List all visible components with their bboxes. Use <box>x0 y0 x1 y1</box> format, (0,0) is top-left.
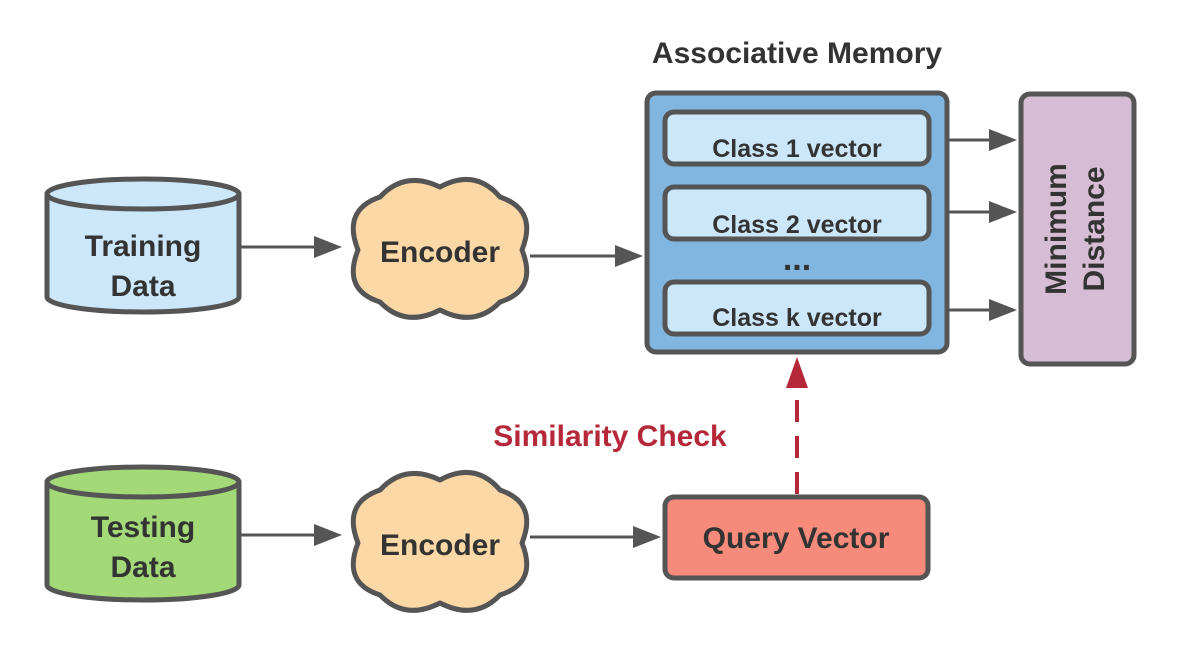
arrow-encoder-to-query <box>530 526 661 548</box>
minimum-distance-label-line2: Distance <box>1078 166 1111 291</box>
arrow-class-1-to-minimum <box>949 129 1017 151</box>
testing-data-top <box>44 464 242 500</box>
training-data-label-line2: Data <box>110 270 175 303</box>
encoder-top-label: Encoder <box>380 236 500 269</box>
training-data-label-line1: Training <box>85 230 202 263</box>
encoder-top-cloud: Encoder <box>350 177 530 320</box>
encoder-bottom-shape <box>350 470 530 613</box>
arrow-class-k-to-minimum <box>949 299 1017 321</box>
testing-data-label-line2: Data <box>110 551 175 584</box>
class-1-vector-box: Class 1 vector <box>662 109 932 167</box>
encoder-top-shape <box>350 177 530 320</box>
query-vector-box <box>662 494 931 581</box>
arrow-testing-to-encoder <box>241 524 342 546</box>
arrow-training-to-encoder <box>241 236 342 258</box>
encoder-bottom-cloud: Encoder <box>350 470 530 613</box>
testing-data-label-line1: Testing <box>91 511 195 544</box>
training-data-top <box>44 176 242 212</box>
query-vector-label: Query Vector <box>703 522 890 555</box>
minimum-distance-block: Minimum Distance <box>1018 91 1137 367</box>
class-2-vector-box: Class 2 vector <box>662 184 932 242</box>
query-vector-block: Query Vector <box>662 494 931 581</box>
minimum-distance-box <box>1018 91 1137 367</box>
associative-memory-title: Associative Memory <box>652 37 942 70</box>
training-data-body <box>44 191 242 315</box>
class-k-vector-box: Class k vector <box>662 279 932 337</box>
encoder-bottom-label: Encoder <box>380 529 500 562</box>
similarity-check-label: Similarity Check <box>493 420 727 453</box>
arrow-class-2-to-minimum <box>949 201 1017 223</box>
class-1-vector-label: Class 1 vector <box>712 135 882 163</box>
minimum-distance-label-line1: Minimum <box>1040 163 1073 295</box>
training-data-cylinder: Training Data <box>44 176 242 315</box>
class-vectors-ellipsis: ... <box>783 240 811 278</box>
class-2-vector-label: Class 2 vector <box>712 211 882 239</box>
arrow-encoder-to-memory <box>530 245 643 267</box>
testing-data-cylinder: Testing Data <box>44 464 242 603</box>
associative-memory-block: Class 1 vector Class 2 vector ... Class … <box>644 90 950 355</box>
testing-data-body <box>44 479 242 603</box>
class-k-vector-label: Class k vector <box>712 304 882 332</box>
arrow-similarity-check-dashed <box>786 357 808 494</box>
